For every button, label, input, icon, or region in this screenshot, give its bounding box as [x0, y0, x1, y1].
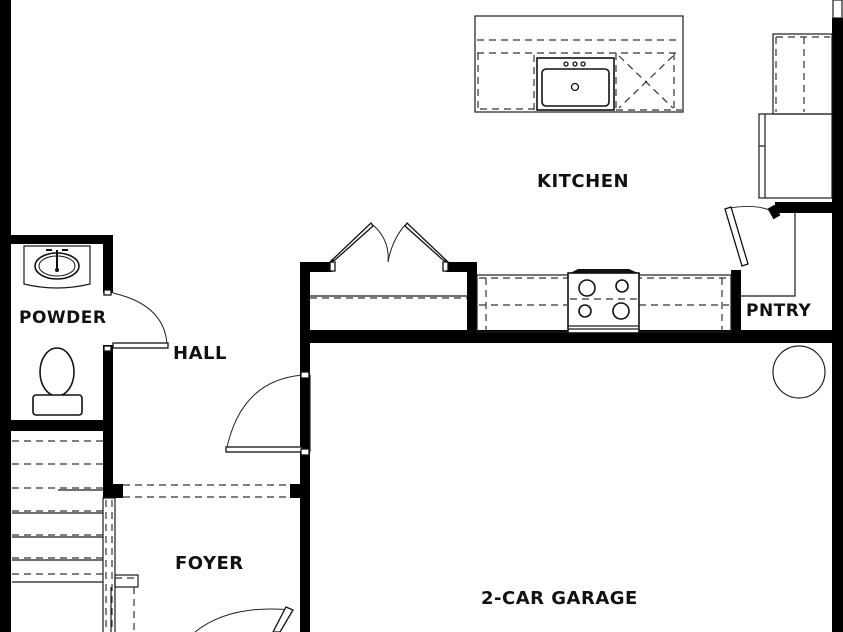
room-label-powder: POWDER	[19, 308, 107, 328]
powder-door[interactable]	[103, 289, 169, 352]
hall-foyer-opening	[123, 484, 290, 498]
refrigerator-icon	[758, 113, 833, 199]
kitchen-island	[474, 15, 684, 113]
garage-entry-door[interactable]	[225, 371, 311, 456]
toilet-icon	[32, 347, 83, 416]
upper-cabinet	[772, 33, 833, 115]
range-cooktop-icon	[567, 269, 640, 334]
stair-railing	[102, 497, 139, 632]
room-label-kitchen: KITCHEN	[537, 171, 630, 192]
staircase	[12, 440, 103, 583]
room-label-pantry: PNTRY	[746, 301, 812, 321]
bifold-closet-door[interactable]	[329, 221, 449, 272]
dishwasher-icon	[618, 55, 674, 109]
pantry-shelf	[741, 213, 796, 297]
room-label-hall: HALL	[173, 343, 227, 364]
water-heater-icon	[772, 345, 826, 399]
kitchen-sink-icon	[536, 57, 615, 111]
front-entry-door[interactable]	[194, 606, 294, 632]
room-label-foyer: FOYER	[175, 553, 244, 574]
hall-closet	[310, 295, 467, 299]
vanity-sink-icon	[23, 245, 91, 289]
pantry-door[interactable]	[724, 204, 781, 267]
room-label-garage: 2-CAR GARAGE	[481, 588, 638, 609]
